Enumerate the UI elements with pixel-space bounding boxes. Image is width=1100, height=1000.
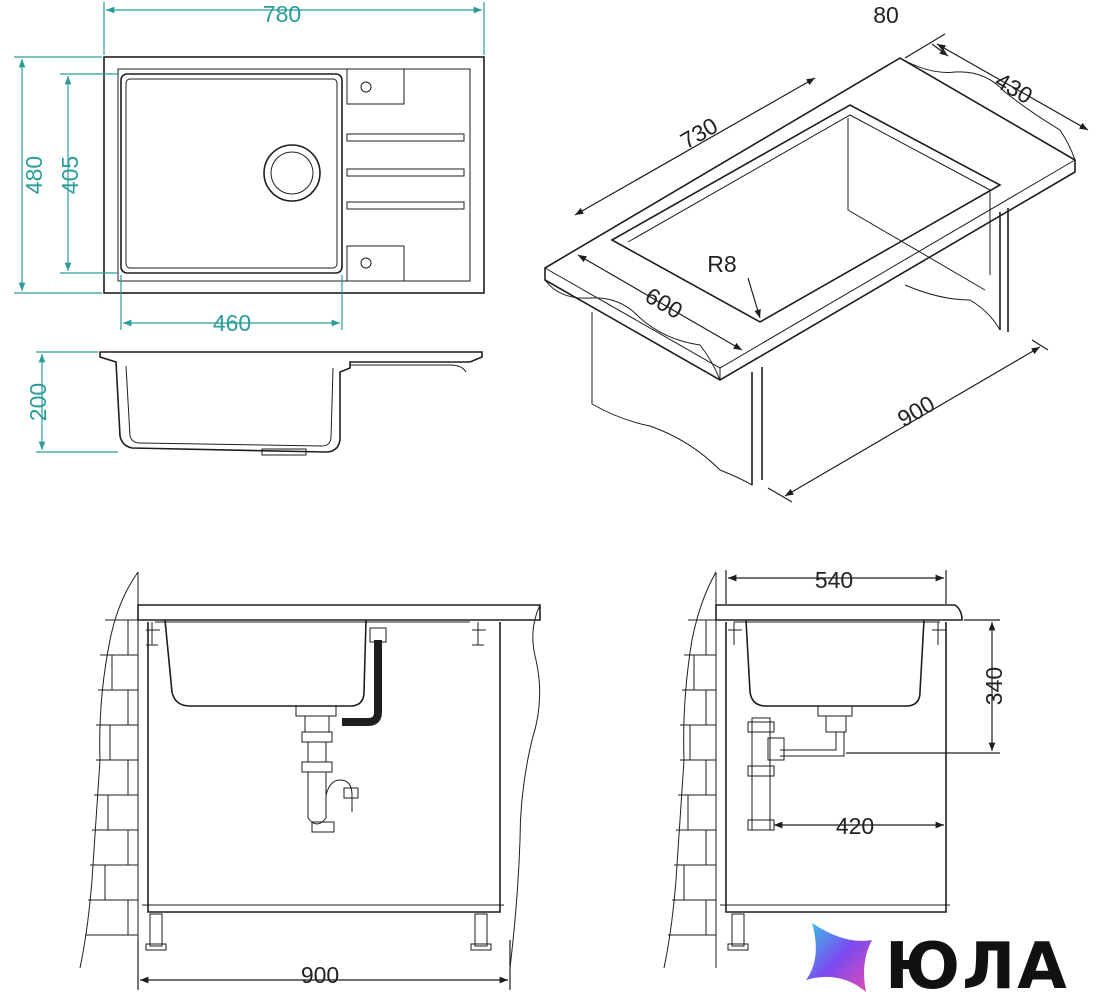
top-view-outline (103, 56, 485, 294)
dim-900-iso-label: 900 (893, 390, 939, 432)
iso-countertop (544, 57, 1076, 381)
dim-r8-label: R8 (707, 251, 736, 277)
siphon (295, 705, 359, 833)
cabinet-leg (731, 913, 745, 947)
dim-420-label: 420 (836, 813, 874, 839)
dim-480-label: 480 (21, 156, 47, 194)
front-countertop (137, 604, 541, 621)
mounting-clip (728, 622, 946, 645)
tap-hole (360, 257, 372, 269)
top-view-drain (263, 144, 321, 202)
front-sink-bowl (164, 619, 367, 707)
front-cabinet (147, 622, 501, 913)
side-view-profile (99, 351, 483, 453)
overflow-hose (342, 640, 382, 726)
tap-hole (360, 81, 372, 93)
front-install-view: 900 (79, 571, 541, 990)
side-siphon (747, 705, 853, 831)
side-sink-bowl (745, 619, 925, 707)
dim-80-label: 80 (873, 2, 899, 28)
iso-bowl-opening (610, 104, 1002, 323)
dim-340-label: 340 (981, 667, 1007, 705)
side-cabinet (725, 622, 947, 913)
cabinet-leg (474, 913, 488, 947)
drainer-grooves (346, 133, 465, 210)
top-view-bowl (120, 73, 343, 274)
isometric-view: 80 430 730 R8 600 900 (544, 2, 1089, 503)
dim-900-front-label: 900 (301, 962, 339, 988)
dim-540-label: 540 (815, 567, 853, 593)
dim-200-label: 200 (25, 383, 51, 421)
top-view-rim (117, 68, 471, 282)
iso-cabinet-panel (591, 312, 753, 486)
logo-text: ЮЛА (885, 930, 1069, 1000)
dim-730-label: 730 (676, 112, 722, 154)
mounting-clip (146, 622, 486, 646)
dim-405-label: 405 (57, 156, 83, 194)
top-view: 780 480 405 460 (14, 1, 485, 336)
dim-780-label: 780 (263, 1, 301, 27)
cabinet-leg (149, 913, 163, 947)
side-view: 200 (25, 351, 483, 456)
dim-430-label: 430 (991, 67, 1037, 109)
side-install-view: 540 340 420 (663, 567, 1007, 969)
star-logo-icon (806, 923, 872, 992)
dim-460-label: 460 (213, 310, 251, 336)
logo: ЮЛА (806, 923, 1069, 1000)
brick-wall (79, 571, 139, 969)
dim-600-label: 600 (641, 282, 687, 324)
brick-wall-side (663, 571, 717, 969)
side-countertop (715, 604, 963, 621)
